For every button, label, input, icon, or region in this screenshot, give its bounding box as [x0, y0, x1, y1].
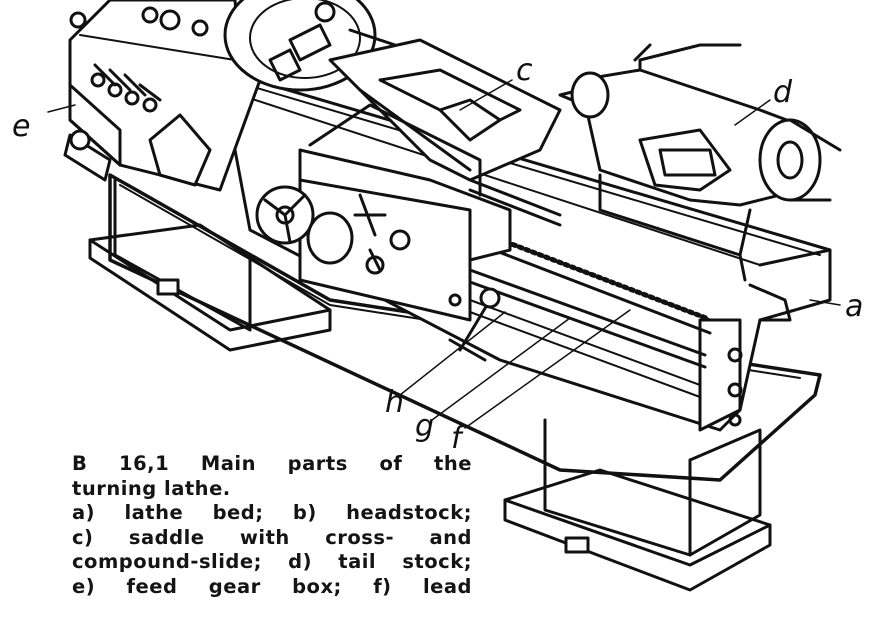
- leader-lines: [47, 79, 841, 429]
- caption-line-2: turning lathe.: [72, 476, 231, 500]
- label-f: f: [451, 421, 462, 456]
- label-a: a: [845, 289, 864, 324]
- apron: [255, 178, 472, 322]
- caption-line-4: c) saddle with cross- and: [72, 525, 472, 549]
- label-e: e: [12, 109, 31, 144]
- caption-line-6: e) feed gear box; f) lead: [72, 574, 472, 598]
- figure-caption: B 16,1 Main parts of the turning lathe. …: [72, 452, 472, 599]
- left-pedestal: [88, 178, 332, 352]
- caption-line-3: a) lathe bed; b) headstock;: [72, 501, 472, 524]
- lead-screw: [468, 228, 712, 398]
- label-c: c: [516, 53, 533, 88]
- label-d: d: [773, 75, 793, 110]
- label-h: h: [385, 385, 405, 420]
- right-pedestal: [503, 418, 772, 592]
- lever-h: [448, 287, 501, 362]
- tail-stock: [558, 43, 842, 282]
- caption-line-5: compound-slide; d) tail stock;: [72, 550, 472, 573]
- label-g: g: [415, 409, 435, 444]
- caption-line-1: B 16,1 Main parts of the: [72, 452, 472, 475]
- headstock: [63, 0, 262, 192]
